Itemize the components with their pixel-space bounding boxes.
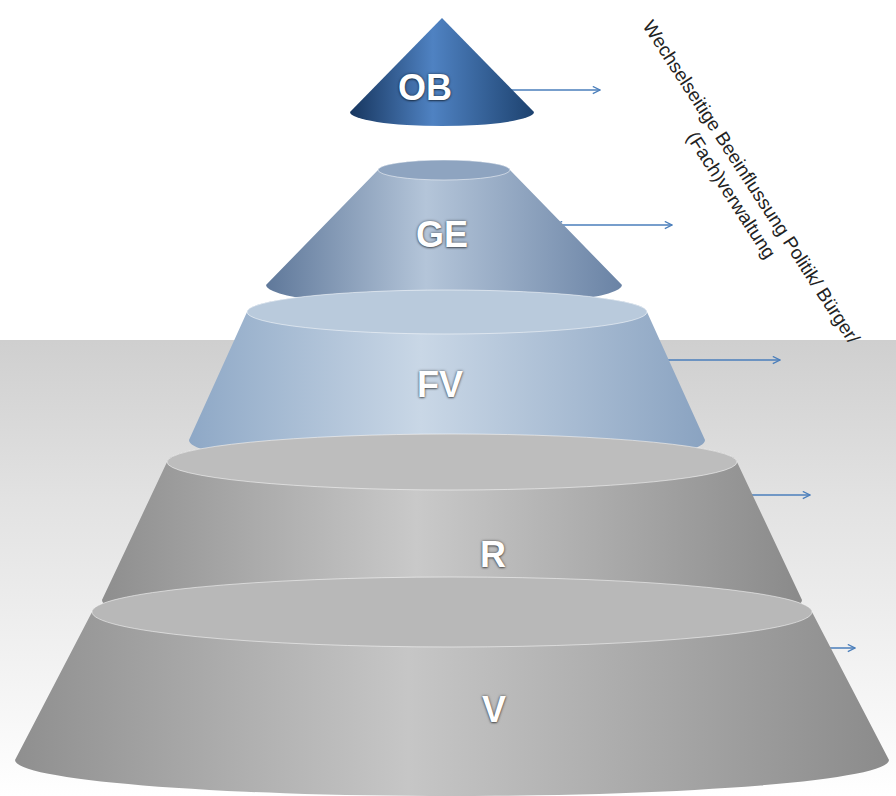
- pyramid-slice: GE: [266, 160, 622, 307]
- slice-top: [167, 434, 737, 490]
- slice-body: [15, 577, 889, 796]
- pyramid-slice: OB: [350, 18, 534, 126]
- slice-top: [247, 290, 647, 334]
- side-note: Wechselseitige Beeinflussung Politik/ Bü…: [612, 8, 870, 369]
- pyramid-slice: V: [15, 577, 889, 796]
- slice-body: [350, 18, 534, 126]
- slice-body: [266, 160, 622, 307]
- slice-label: V: [482, 690, 506, 730]
- slice-top: [378, 160, 510, 180]
- slice-label: OB: [398, 68, 452, 108]
- double-arrow: [555, 224, 672, 225]
- slice-label: FV: [417, 365, 463, 405]
- slice-shape: [15, 577, 889, 796]
- slice-label: GE: [416, 215, 468, 255]
- slice-label: R: [480, 535, 506, 575]
- slice-top: [92, 577, 812, 647]
